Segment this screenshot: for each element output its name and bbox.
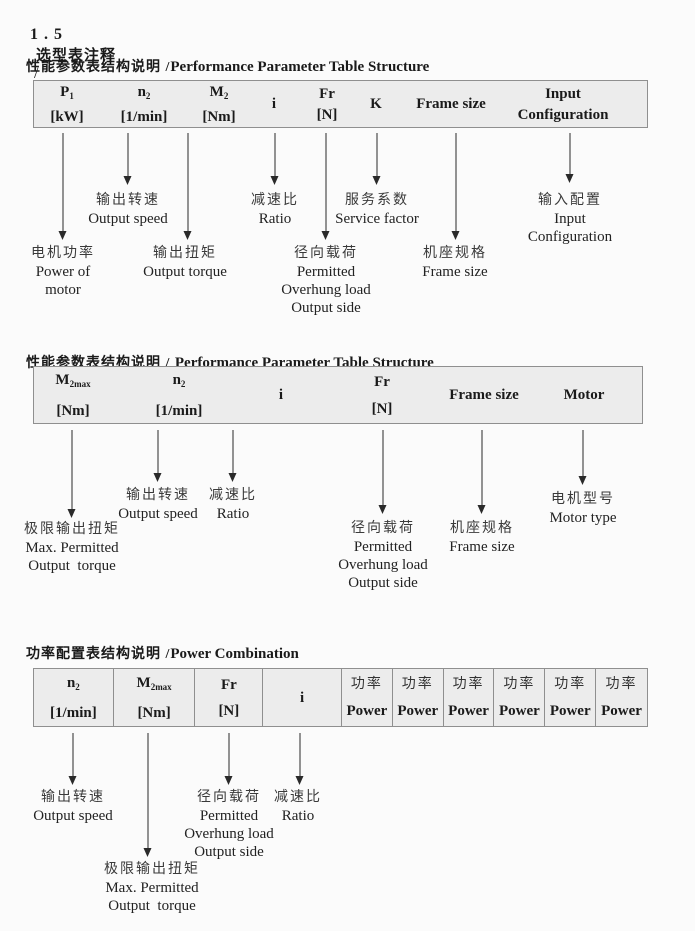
- arrow-down-icon: [123, 176, 132, 185]
- arrow-down-icon: [270, 176, 279, 185]
- arrow-down-icon: [224, 776, 233, 785]
- arrow-m2max: [67, 430, 77, 518]
- col-m2max: M2max[Nm]: [55, 371, 91, 419]
- arrow-m2max: [143, 733, 153, 857]
- arrow-down-icon: [68, 776, 77, 785]
- arrow-down-icon: [67, 509, 76, 518]
- arrow-down-icon: [228, 473, 237, 482]
- page-title-cn: 选型表注释: [36, 48, 117, 64]
- col-fr: Fr[N]: [371, 373, 393, 417]
- arrow-input-config: [565, 133, 575, 183]
- col-m2max: M2max[Nm]: [114, 669, 196, 726]
- section3-heading: 功率配置表结构说明 /Power Combination: [10, 625, 299, 681]
- performance-table-1: P1[kW] n2[1/min] M2[Nm] i Fr[N] K Frame …: [33, 80, 648, 128]
- arrow-down-icon: [565, 174, 574, 183]
- performance-table-2: M2max[Nm] n2[1/min] i Fr[N] Frame size M…: [33, 366, 643, 424]
- section1-heading: 性能参数表结构说明 /Performance Parameter Table S…: [10, 38, 429, 94]
- arrow-down-icon: [578, 476, 587, 485]
- arrow-frame-size: [451, 133, 461, 240]
- col-frame-size: Frame size: [416, 96, 486, 112]
- arrow-i: [295, 733, 305, 785]
- col-fr: Fr[N]: [316, 85, 338, 123]
- col-motor: Motor: [563, 387, 605, 403]
- arrow-n2: [153, 430, 163, 482]
- section3-heading-cn: 功率配置表结构说明 /: [26, 647, 171, 662]
- arrow-down-icon: [372, 176, 381, 185]
- arrow-fr: [224, 733, 234, 785]
- arrow-down-icon: [58, 231, 67, 240]
- arrow-down-icon: [451, 231, 460, 240]
- arrow-n2: [68, 733, 78, 785]
- arrow-down-icon: [143, 848, 152, 857]
- arrow-down-icon: [295, 776, 304, 785]
- col-k: K: [370, 96, 382, 112]
- col-n2: n2[1/min]: [155, 371, 203, 419]
- arrow-i: [270, 133, 280, 185]
- arrow-k: [372, 133, 382, 185]
- col-i: i: [278, 387, 284, 403]
- col-i: i: [263, 669, 342, 726]
- col-m2: M2[Nm]: [202, 83, 236, 125]
- col-p1: P1[kW]: [50, 83, 84, 125]
- section3-heading-en: Power Combination: [170, 646, 299, 662]
- arrow-n2: [123, 133, 133, 185]
- title-separator: /: [34, 65, 39, 82]
- col-i: i: [271, 96, 277, 112]
- section-number: 1 . 5: [30, 26, 63, 43]
- arrow-m2: [183, 133, 193, 240]
- arrow-p1: [58, 133, 68, 240]
- section1-heading-cn: 性能参数表结构说明 /: [26, 60, 171, 75]
- arrow-down-icon: [321, 231, 330, 240]
- section1-heading-en: Performance Parameter Table Structure: [170, 59, 430, 75]
- col-n2: n2[1/min]: [120, 83, 168, 125]
- arrow-motor: [578, 430, 588, 485]
- arrow-fr: [378, 430, 388, 514]
- arrow-frame-size: [477, 430, 487, 514]
- col-fr: Fr[N]: [195, 669, 264, 726]
- col-frame-size: Frame size: [449, 387, 519, 403]
- arrow-fr: [321, 133, 331, 240]
- arrow-down-icon: [153, 473, 162, 482]
- col-n2: n2[1/min]: [34, 669, 114, 726]
- arrow-down-icon: [378, 505, 387, 514]
- arrow-down-icon: [183, 231, 192, 240]
- arrow-down-icon: [477, 505, 486, 514]
- arrow-i: [228, 430, 238, 482]
